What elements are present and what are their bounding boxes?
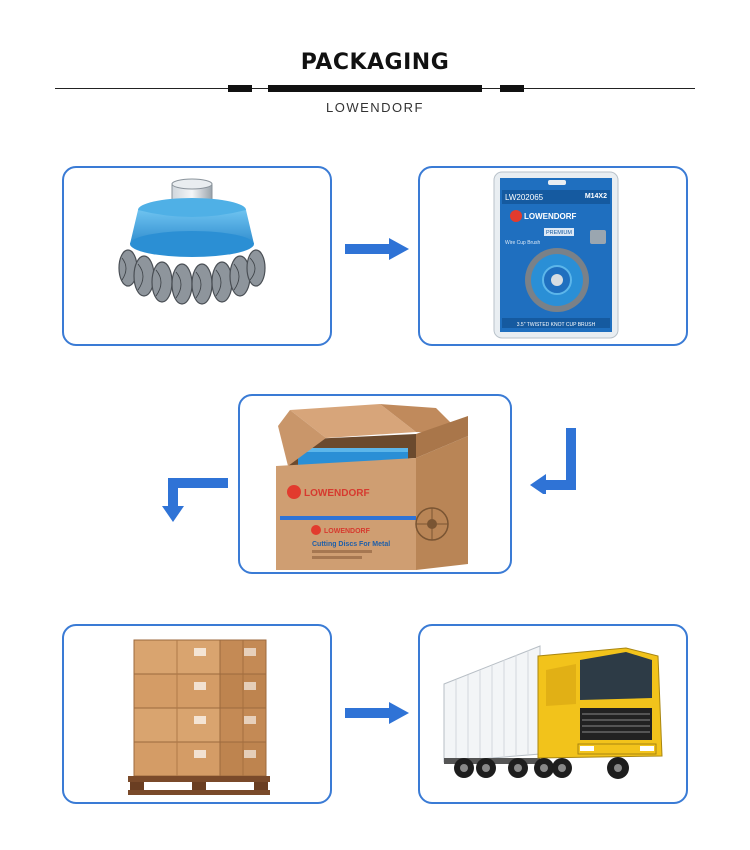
brand-subtitle: LOWENDORF <box>326 100 424 115</box>
arrow-down-left-icon <box>530 428 576 494</box>
blister-pack-image: LW202065 M14X2 LOWENDORF PREMIUM Wire Cu… <box>493 171 619 339</box>
product-card <box>62 166 332 346</box>
pallet-card <box>62 624 332 804</box>
blister-code: LW202065 <box>505 193 544 202</box>
rule-segment-left <box>228 85 252 92</box>
page-title: PACKAGING <box>300 50 450 75</box>
arrow-right-icon <box>345 238 409 260</box>
arrow-right-icon <box>345 702 409 724</box>
blister-product: 3.5" TWISTED KNOT CUP BRUSH <box>517 322 596 328</box>
rule-segment-center <box>268 85 482 92</box>
arrow-left-down-icon <box>162 478 228 522</box>
rule-segment-right <box>500 85 524 92</box>
carton-box-image: LOWENDORF LOWENDORF Cutting Discs For Me… <box>276 404 468 570</box>
truck-card <box>418 624 688 804</box>
svg-text:LOWENDORF: LOWENDORF <box>324 528 371 535</box>
truck-image <box>443 645 663 779</box>
carton-product: Cutting Discs For Metal <box>312 541 390 548</box>
carton-brand: LOWENDORF <box>304 488 370 499</box>
blister-type: Wire Cup Brush <box>505 240 541 246</box>
blister-brand: LOWENDORF <box>524 212 577 221</box>
blister-grade: PREMIUM <box>546 230 572 236</box>
pallet-image <box>128 639 270 795</box>
cup-brush-image <box>118 178 266 305</box>
blister-thread: M14X2 <box>585 193 607 200</box>
blister-card: LW202065 M14X2 LOWENDORF PREMIUM Wire Cu… <box>418 166 688 346</box>
carton-card: LOWENDORF LOWENDORF Cutting Discs For Me… <box>238 394 512 574</box>
